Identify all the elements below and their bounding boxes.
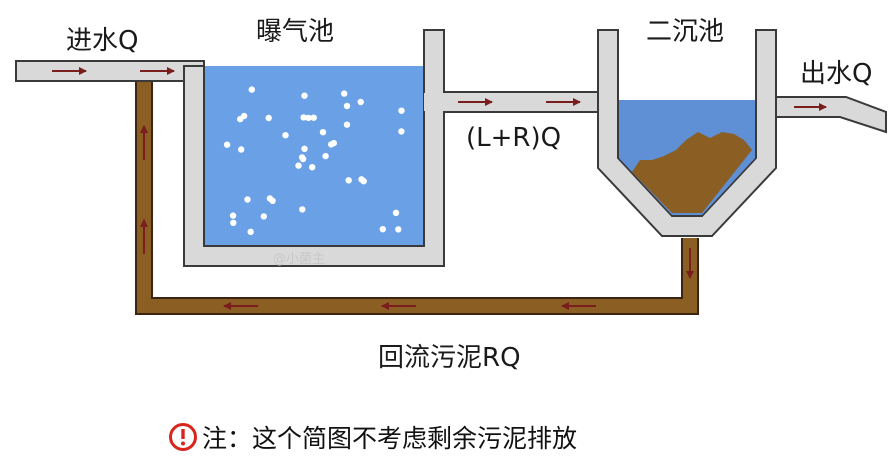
bubble <box>398 128 405 135</box>
bubble <box>244 196 251 203</box>
bubble <box>298 154 306 161</box>
return-sludge-label: 回流污泥RQ <box>378 343 521 373</box>
bubble <box>341 90 348 97</box>
bubble <box>260 213 267 220</box>
clarifier-sludge <box>632 132 752 213</box>
outlet-pipe <box>775 96 887 134</box>
bubble <box>398 107 405 114</box>
bubble <box>310 114 317 121</box>
bubble <box>345 177 352 184</box>
bubble <box>301 145 308 152</box>
footnote: 注：这个简图不考虑剩余污泥排放 <box>168 417 577 457</box>
bubble <box>240 112 248 120</box>
bubble <box>282 132 289 139</box>
inlet-pipe <box>15 60 205 82</box>
bubble <box>230 219 237 226</box>
bubble <box>330 139 337 147</box>
bubble <box>295 162 302 169</box>
bubble <box>357 98 364 106</box>
aeration-bubbles <box>223 86 405 235</box>
bubble <box>322 152 329 160</box>
bubble <box>299 206 306 213</box>
aeration-tank-walls <box>183 29 445 267</box>
bubble <box>238 146 245 153</box>
bubble <box>392 209 400 216</box>
bubble <box>266 195 274 202</box>
watermark: @小菌主 <box>273 252 325 267</box>
footnote-text: 注：这个简图不考虑剩余污泥排放 <box>202 424 578 453</box>
bubble <box>301 92 308 99</box>
exclamation-circle-icon <box>169 423 197 451</box>
bubble <box>247 228 254 235</box>
outflow-label: 出水Q <box>800 59 872 89</box>
bubble <box>358 176 365 183</box>
bubble <box>248 86 255 93</box>
bubble <box>395 226 402 233</box>
bubble <box>309 164 316 171</box>
inflow-label: 进水Q <box>66 26 138 56</box>
clarifier-walls <box>597 29 777 237</box>
aeration-tank-label: 曝气池 <box>256 17 334 47</box>
bubble <box>229 212 237 219</box>
flow-arrows <box>52 67 827 310</box>
mixed-flow-label: (L+R)Q <box>466 123 561 153</box>
bubble <box>265 114 272 122</box>
bubble <box>305 114 312 122</box>
bubble <box>343 102 351 110</box>
aeration-tank-water <box>205 66 423 245</box>
bubble <box>319 129 327 136</box>
clarifier-label: 二沉池 <box>646 17 724 47</box>
bubble <box>223 141 231 148</box>
bubble <box>379 226 386 233</box>
bubble <box>343 121 351 128</box>
bubble <box>300 114 307 121</box>
